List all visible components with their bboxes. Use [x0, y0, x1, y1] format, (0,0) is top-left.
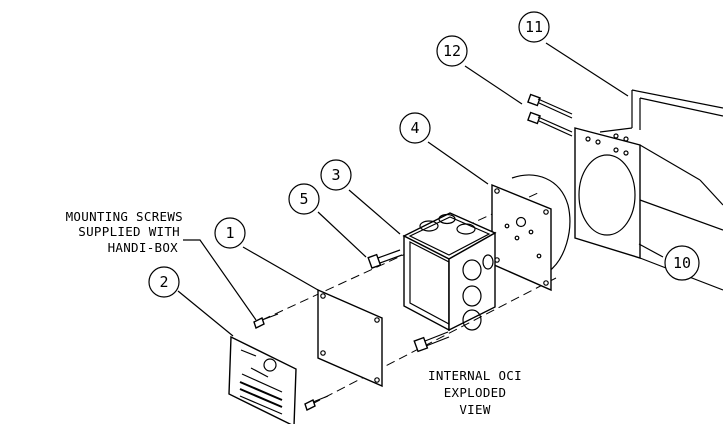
callout-10: 10	[664, 245, 700, 281]
label-plate-part-2	[228, 335, 297, 428]
view-title: INTERNAL OCI EXPLODED VIEW	[428, 368, 522, 417]
mounting-screws	[253, 313, 329, 411]
note-line-2: SUPPLIED WITH	[78, 224, 180, 239]
leader-lines	[177, 42, 664, 337]
callout-11: 11	[518, 11, 550, 43]
screw-lower	[413, 331, 450, 353]
view-title-line-1: INTERNAL OCI	[428, 368, 522, 383]
handi-box-part-3	[402, 212, 497, 332]
callout-4: 4	[399, 112, 431, 144]
callout-1: 1	[214, 217, 246, 249]
view-title-line-2: EXPLODED	[444, 385, 507, 400]
cover-plate-part-1	[317, 288, 383, 388]
callout-3: 3	[320, 159, 352, 191]
callout-5-number: 5	[299, 190, 308, 208]
note-line-1: MOUNTING SCREWS	[66, 209, 183, 224]
callout-4-number: 4	[410, 119, 419, 137]
view-title-line-3: VIEW	[459, 402, 490, 417]
callout-11-number: 11	[525, 18, 543, 36]
note-line-3: HANDI-BOX	[108, 240, 179, 255]
callout-12: 12	[436, 35, 468, 67]
oci-enclosure	[574, 89, 723, 291]
mounting-plate-part-4	[491, 174, 571, 292]
screws-part-12	[527, 93, 573, 137]
callout-2: 2	[148, 266, 180, 298]
callout-1-number: 1	[225, 224, 234, 242]
callout-10-number: 10	[673, 254, 691, 272]
mounting-screws-note: MOUNTING SCREWS SUPPLIED WITH HANDI-BOX	[66, 209, 183, 255]
callout-5: 5	[288, 183, 320, 215]
callout-2-number: 2	[159, 273, 168, 291]
callout-3-number: 3	[331, 166, 340, 184]
callout-12-number: 12	[443, 42, 461, 60]
screw-part-5	[367, 249, 403, 269]
